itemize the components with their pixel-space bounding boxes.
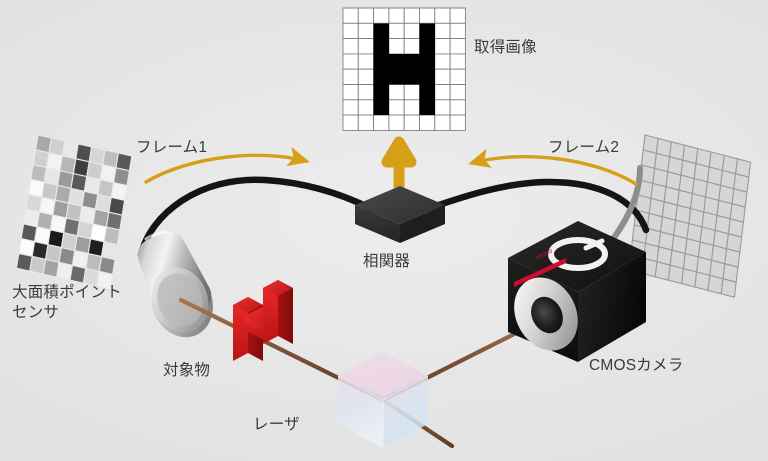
frame1-speckle-pattern	[15, 134, 133, 290]
frame1-flow-arrow	[144, 146, 310, 184]
label-point-sensor: 大面積ポイント センサ	[12, 284, 122, 321]
target-object-H	[233, 280, 293, 361]
label-object: 対象物	[163, 362, 211, 379]
cmos-camera: mono	[508, 221, 646, 362]
cable-right	[429, 178, 650, 234]
output-flow-arrow	[381, 136, 417, 188]
label-frame1: フレーム1	[136, 139, 208, 156]
camera-usb-cable	[607, 165, 643, 246]
label-cmos-camera: CMOSカメラ	[589, 357, 684, 374]
label-acquired-image: 取得画像	[474, 39, 537, 56]
frame2-flow-arrow	[468, 148, 638, 186]
frame2-grid-pattern	[628, 134, 752, 298]
large-area-point-sensor	[137, 230, 213, 338]
acquired-image-grid	[342, 7, 466, 131]
correlator-box	[355, 186, 445, 243]
beam-splitter-cube	[337, 352, 429, 448]
label-laser: レーザ	[253, 416, 300, 433]
label-frame2: フレーム2	[548, 139, 620, 156]
cable-left	[137, 176, 376, 259]
label-correlator: 相関器	[363, 253, 411, 270]
